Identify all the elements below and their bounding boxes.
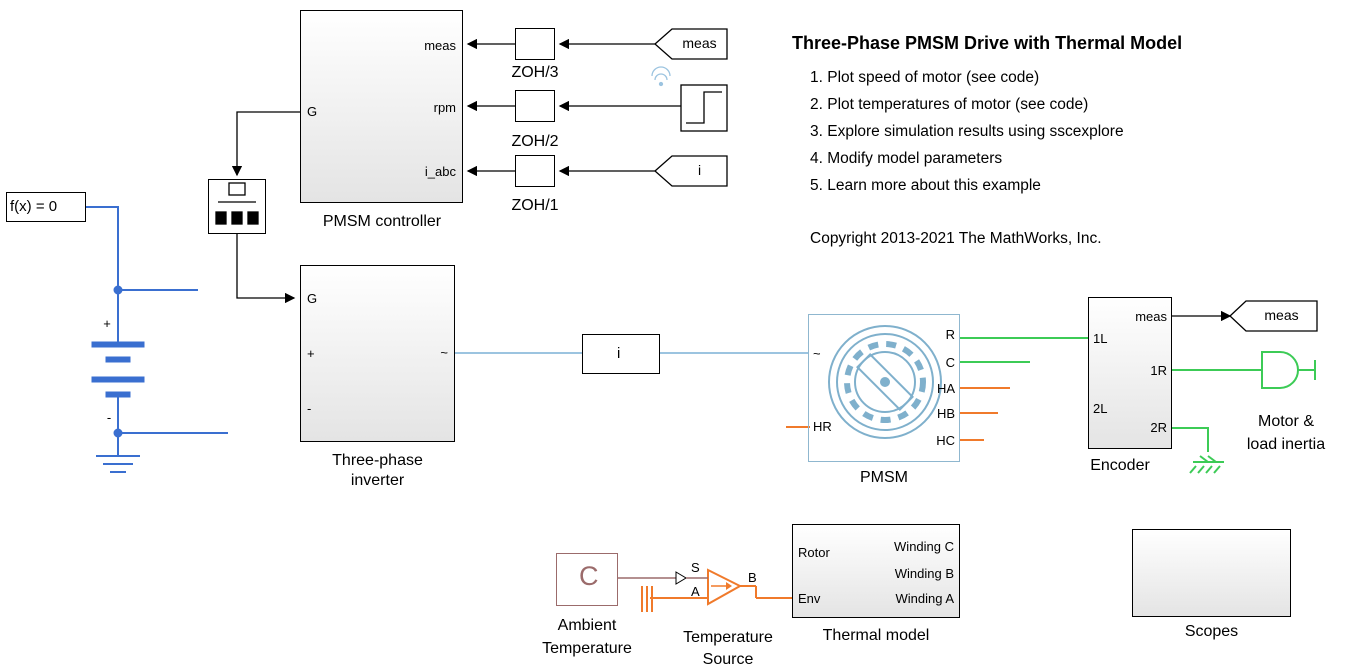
scopes-block[interactable]	[1132, 529, 1291, 617]
pmsm-port-HR: HR	[813, 419, 832, 434]
thermal-wires	[650, 387, 1010, 599]
physical-signal-wire	[618, 571, 687, 585]
zoh1-block[interactable]	[515, 155, 555, 187]
goto-meas-tag[interactable]: meas	[1264, 307, 1299, 323]
annotation-plot-temperatures[interactable]: 2. Plot temperatures of motor (see code)	[810, 96, 1089, 113]
encoder-port-2R: 2R	[1150, 420, 1167, 435]
scopes-label: Scopes	[1184, 623, 1239, 640]
thermal-model-block[interactable]: Rotor Env Winding C Winding B Winding A	[792, 524, 960, 618]
tag-shapes	[654, 28, 1318, 332]
encoder-port-2L: 2L	[1093, 401, 1108, 416]
step-source-icon	[651, 66, 728, 132]
from-meas-tag[interactable]: meas	[682, 35, 717, 51]
inverter-label-line1: Three-phase	[332, 452, 423, 469]
ambient-label-line2: Temperature	[542, 640, 632, 657]
thermal-model-label: Thermal model	[822, 627, 930, 644]
port-meas: meas	[424, 38, 456, 53]
port-rpm: rpm	[433, 100, 456, 115]
temp-source-port-B: B	[748, 570, 757, 585]
current-sensor-label: i	[617, 345, 621, 362]
electrical-wires	[86, 206, 228, 455]
temp-source-port-S: S	[691, 560, 700, 575]
encoder-port-1L: 1L	[1093, 331, 1108, 346]
current-sensor-block[interactable]: i	[582, 334, 660, 374]
thermal-port-rotor: Rotor	[798, 545, 830, 560]
pmsm-motor-icon	[828, 325, 942, 439]
annotation-learn-more[interactable]: 5. Learn more about this example	[810, 177, 1041, 194]
thermal-reference-icon	[641, 586, 653, 612]
ambient-label-line1: Ambient	[557, 617, 617, 634]
mechanical-reference-icon	[1189, 455, 1224, 474]
inverter-port-ac: ~	[440, 345, 448, 360]
battery-minus-sign: -	[106, 410, 112, 425]
thermal-port-winding-c: Winding C	[894, 539, 954, 554]
inverter-port-plus: +	[307, 346, 315, 361]
electrical-ground-icon	[96, 455, 140, 473]
pmsm-port-C: C	[945, 355, 955, 370]
port-i-abc: i_abc	[424, 164, 456, 179]
annotation-modify-parameters[interactable]: 4. Modify model parameters	[810, 150, 1003, 167]
battery-icon	[91, 341, 145, 398]
temp-source-label-line1: Temperature	[683, 629, 773, 646]
pwm-demux-block[interactable]	[208, 179, 266, 234]
zoh1-label: ZOH/1	[511, 197, 559, 214]
pmsm-port-HB: HB	[936, 406, 955, 421]
battery-plus-sign: +	[103, 316, 111, 331]
pmsm-controller-block[interactable]: meas G rpm i_abc	[300, 10, 463, 203]
three-phase-inverter-block[interactable]: G + ~ -	[300, 265, 455, 442]
solver-configuration-block[interactable]: f(x) = 0	[6, 192, 86, 222]
signal-wires	[231, 38, 1232, 322]
port-G: G	[307, 104, 318, 119]
annotation-plot-speed[interactable]: 1. Plot speed of motor (see code)	[810, 69, 1040, 86]
inverter-port-minus: -	[307, 401, 312, 416]
pmsm-label: PMSM	[860, 469, 908, 486]
inverter-label-line2: inverter	[350, 472, 405, 489]
encoder-block[interactable]: meas 1L 1R 2L 2R	[1088, 297, 1172, 449]
encoder-port-1R: 1R	[1150, 363, 1167, 378]
zoh3-block[interactable]	[515, 28, 555, 60]
annotation-explore-results[interactable]: 3. Explore simulation results using ssce…	[810, 123, 1124, 140]
from-i-tag[interactable]: i	[697, 162, 702, 178]
ambient-symbol: C	[579, 561, 599, 591]
encoder-port-meas: meas	[1135, 309, 1167, 324]
step-block[interactable]	[681, 85, 727, 131]
pmsm-port-R: R	[945, 327, 955, 342]
temperature-source-icon	[686, 568, 757, 606]
inertia-block[interactable]	[1258, 348, 1318, 392]
model-title: Three-Phase PMSM Drive with Thermal Mode…	[792, 33, 1183, 53]
pmsm-controller-label: PMSM controller	[322, 213, 442, 230]
thermal-port-winding-a: Winding A	[895, 591, 954, 606]
pmsm-port-ac: ~	[813, 346, 821, 361]
copyright-text: Copyright 2013-2021 The MathWorks, Inc.	[810, 230, 1102, 247]
ambient-temperature-block[interactable]: C	[556, 553, 618, 606]
pmsm-port-HA: HA	[936, 381, 955, 396]
pmsm-block[interactable]: R C HA HB HC ~ HR	[808, 314, 960, 462]
inertia-label-line2: load inertia	[1246, 436, 1326, 453]
inverter-port-G: G	[307, 291, 318, 306]
mechanical-wires	[960, 337, 1262, 452]
temp-source-port-A: A	[691, 584, 700, 599]
pwm-block-icon	[215, 182, 259, 225]
encoder-label: Encoder	[1090, 457, 1150, 474]
zoh2-label: ZOH/2	[511, 133, 559, 150]
inertia-icon	[1261, 351, 1316, 389]
temp-source-label-line2: Source	[702, 651, 754, 668]
pmsm-port-HC: HC	[936, 433, 955, 448]
thermal-port-env: Env	[798, 591, 821, 606]
zoh2-block[interactable]	[515, 90, 555, 122]
solver-label: f(x) = 0	[10, 198, 58, 215]
zoh3-label: ZOH/3	[511, 64, 559, 81]
inertia-label-line1: Motor &	[1257, 413, 1314, 430]
thermal-port-winding-b: Winding B	[894, 566, 954, 581]
